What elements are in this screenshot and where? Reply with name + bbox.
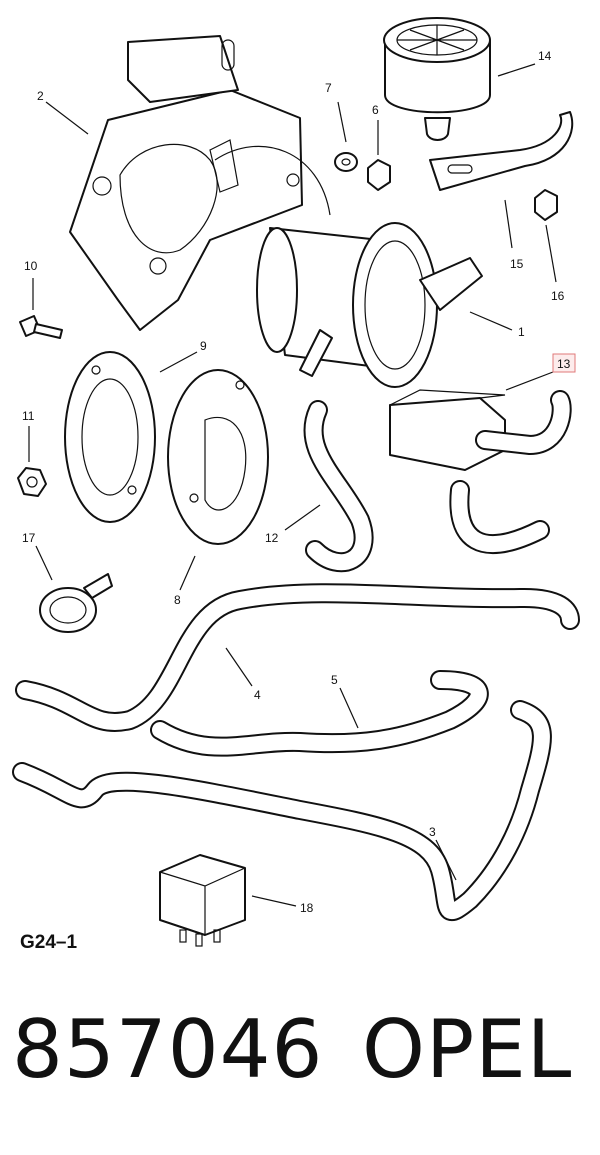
part-18-relay (159, 854, 246, 947)
leader-lines (28, 63, 557, 907)
part-7-washer (334, 152, 358, 172)
part-4-hose (15, 583, 580, 732)
callout-11: 11 (22, 409, 35, 423)
part-2-bracket (69, 35, 331, 331)
callout-4: 4 (254, 688, 261, 702)
callout-12: 12 (265, 531, 279, 545)
part-6-nut (367, 159, 391, 191)
part-15-strap (429, 111, 574, 191)
callout-3: 3 (429, 825, 436, 839)
part-9-ring (64, 351, 156, 523)
callout-17: 17 (22, 531, 36, 545)
callout-9: 9 (200, 339, 207, 353)
diagram-code: G24–1 (20, 932, 77, 953)
callout-7: 7 (325, 81, 332, 95)
callout-8: 8 (174, 593, 181, 607)
callout-14: 14 (538, 49, 552, 63)
callout-2: 2 (37, 89, 44, 103)
part-8-gasket (167, 369, 269, 545)
callout-10: 10 (24, 259, 38, 273)
part-16-nut (534, 189, 558, 221)
part-5-hose (150, 670, 489, 757)
part-17-clip (39, 573, 113, 633)
callout-6: 6 (372, 103, 379, 117)
part-11-nut (17, 467, 47, 497)
part-12-hose (303, 400, 374, 573)
callout-13: 13 (557, 357, 571, 371)
part-13-check-valve (389, 389, 572, 555)
brand-name: OPEL (362, 1003, 573, 1096)
callout-5: 5 (331, 673, 338, 687)
callout-18: 18 (300, 901, 314, 915)
part-1-air-pump (256, 222, 483, 388)
part-number: 857046 (12, 1003, 324, 1096)
part-10-bolt (19, 315, 63, 339)
callout-13-highlight (552, 353, 576, 373)
part-14-air-filter (383, 17, 491, 141)
part-3-hose (12, 700, 552, 921)
callout-1: 1 (518, 325, 525, 339)
callout-15: 15 (510, 257, 524, 271)
exploded-view-drawing: 2 1 7 6 14 15 16 10 9 11 13 12 17 8 4 5 … (12, 17, 580, 953)
callout-16: 16 (551, 289, 565, 303)
